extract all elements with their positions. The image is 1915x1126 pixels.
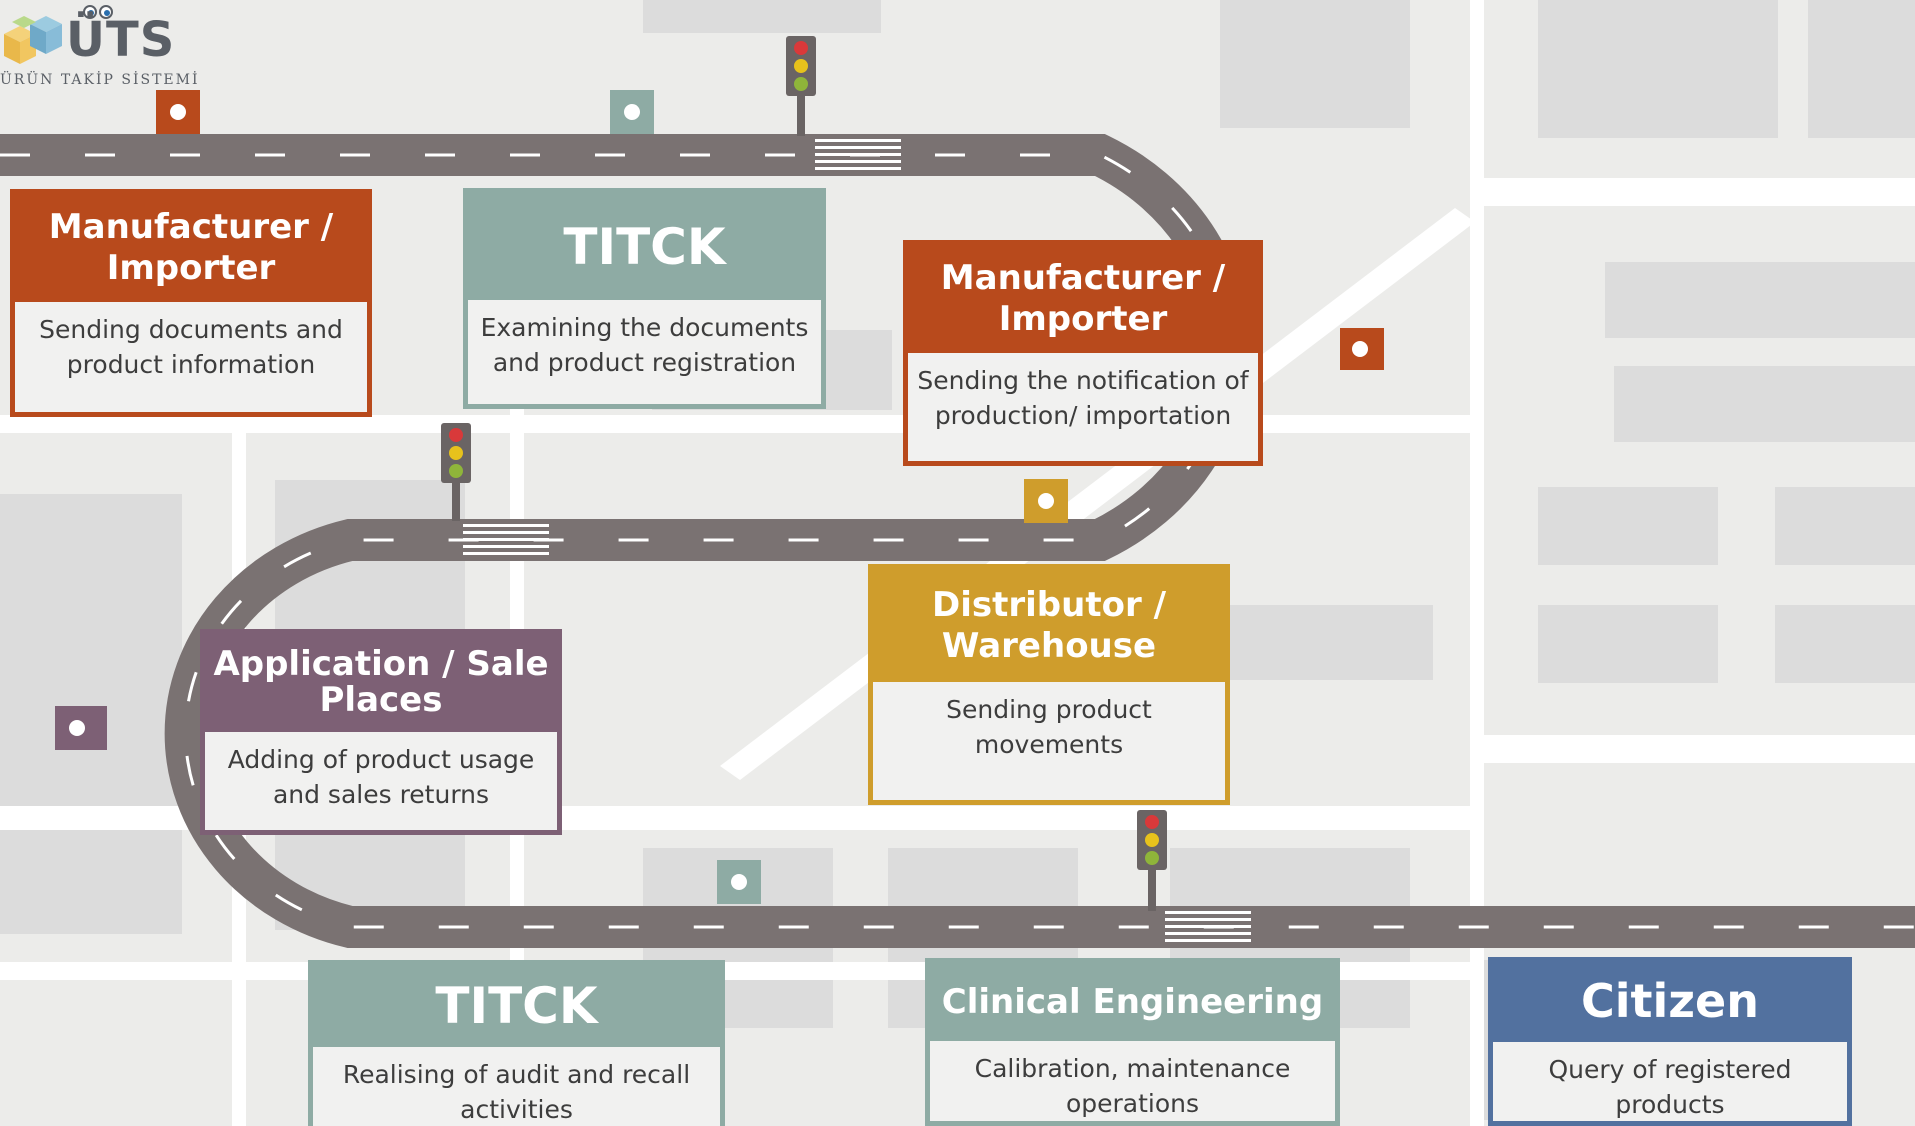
card-title: Manufacturer / Importer bbox=[908, 245, 1258, 353]
stop-marker-icon bbox=[610, 90, 654, 134]
logo-mark: ÜTS bbox=[66, 12, 176, 68]
logo-subtitle: ÜRÜN TAKİP SİSTEMİ bbox=[0, 72, 200, 88]
card-title: TITCK bbox=[468, 193, 821, 300]
uts-logo: ÜTS ÜRÜN TAKİP SİSTEMİ bbox=[0, 4, 200, 88]
traffic-light-icon bbox=[441, 423, 471, 521]
card-description: Adding of product usage and sales return… bbox=[227, 745, 535, 809]
stop-marker-icon bbox=[55, 706, 107, 750]
card-manufacturer-importer-1: Manufacturer / Importer Sending document… bbox=[10, 189, 372, 417]
card-description: Examining the documents and product regi… bbox=[480, 313, 809, 377]
stop-marker-icon bbox=[156, 90, 200, 134]
card-description: Calibration, maintenance operations bbox=[974, 1054, 1291, 1118]
card-description: Sending the notification of production/ … bbox=[917, 366, 1249, 430]
card-title: Citizen bbox=[1493, 962, 1847, 1042]
card-title: Distributor / Warehouse bbox=[873, 569, 1225, 682]
card-description: Realising of audit and recall activities bbox=[342, 1060, 691, 1124]
card-titck-2: TITCK Realising of audit and recall acti… bbox=[308, 960, 725, 1126]
traffic-light-icon bbox=[1137, 810, 1167, 911]
card-citizen: Citizen Query of registered products bbox=[1488, 957, 1852, 1126]
crosswalks bbox=[463, 139, 1251, 942]
card-application-sale-places: Application / Sale Places Adding of prod… bbox=[200, 629, 562, 835]
card-description: Sending product movements bbox=[946, 695, 1152, 759]
card-description: Query of registered products bbox=[1548, 1055, 1792, 1119]
card-clinical-engineering: Clinical Engineering Calibration, mainte… bbox=[925, 958, 1340, 1126]
boxes-logo-icon bbox=[4, 16, 62, 64]
card-description: Sending documents and product informatio… bbox=[39, 315, 343, 379]
stop-marker-icon bbox=[1024, 479, 1068, 523]
card-title: Manufacturer / Importer bbox=[15, 194, 367, 302]
card-manufacturer-importer-2: Manufacturer / Importer Sending the noti… bbox=[903, 240, 1263, 466]
card-distributor-warehouse: Distributor / Warehouse Sending product … bbox=[868, 564, 1230, 805]
card-title: Application / Sale Places bbox=[205, 634, 557, 732]
traffic-light-icon bbox=[786, 36, 816, 136]
card-title: Clinical Engineering bbox=[930, 963, 1335, 1041]
card-titck-1: TITCK Examining the documents and produc… bbox=[463, 188, 826, 409]
stop-marker-icon bbox=[1340, 328, 1384, 370]
eyes-logo-icon bbox=[83, 5, 113, 19]
card-title: TITCK bbox=[313, 965, 720, 1047]
stop-marker-icon bbox=[717, 860, 761, 904]
